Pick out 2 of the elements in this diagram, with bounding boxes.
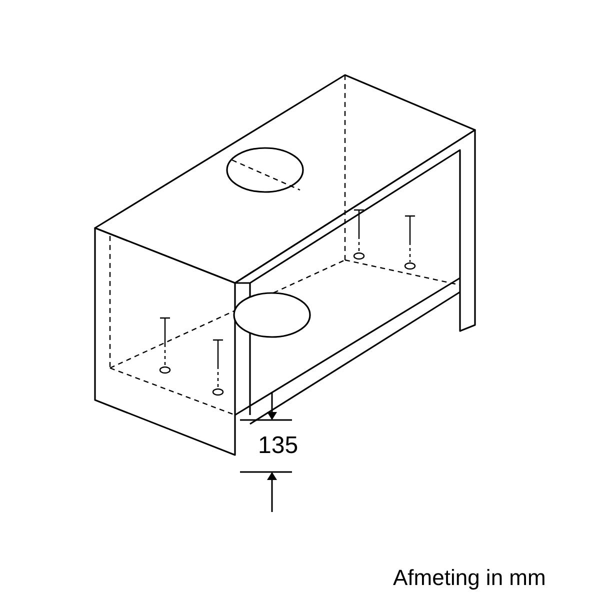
dimension-label: 135 — [258, 432, 298, 460]
caption-text: Afmeting in mm — [393, 565, 546, 591]
